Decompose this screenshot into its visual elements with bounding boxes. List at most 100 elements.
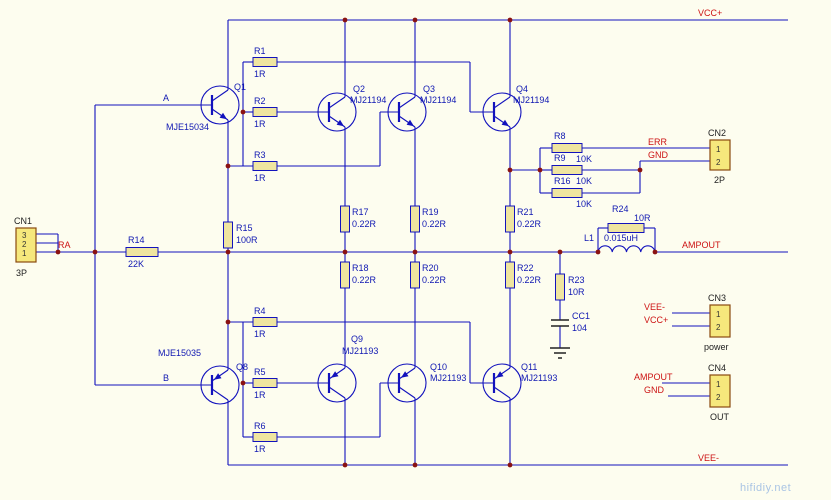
cn3-ref: CN3 — [708, 293, 726, 303]
net-label-node-b: B — [163, 373, 169, 383]
cn2-pin-1: 1 — [716, 145, 721, 154]
net-label-err: ERR — [648, 137, 668, 147]
cn3-type: power — [704, 342, 729, 352]
connector-cn3: CN3 power 1 2 — [704, 293, 731, 352]
transistor-q1: Q1 MJE15034 — [166, 82, 246, 132]
watermark: hifidiy.net — [740, 482, 791, 494]
r22-value: 0.22R — [517, 275, 542, 285]
resistor-r20: R20 0.22R — [410, 261, 447, 289]
net-labels: VCC+ VEE- AMPOUT ERR GND RA VEE- VCC+ AM… — [58, 8, 722, 463]
r8-value: 10K — [576, 154, 592, 164]
resistor-r2: R2 1R — [252, 96, 278, 129]
cn4-type: OUT — [710, 412, 730, 422]
net-label-ra: RA — [58, 240, 71, 250]
resistor-r17: R17 0.22R — [340, 205, 377, 233]
r2-ref: R2 — [254, 96, 266, 106]
cn4-ref: CN4 — [708, 363, 726, 373]
connector-cn1: CN1 3P 3 2 1 — [14, 216, 37, 278]
r5-value: 1R — [254, 390, 266, 400]
q4-part: MJ21194 — [513, 95, 549, 105]
r17-ref: R17 — [352, 207, 369, 217]
q3-part: MJ21194 — [420, 95, 456, 105]
r3-value: 1R — [254, 173, 266, 183]
q8-ref: Q8 — [236, 362, 248, 372]
r9-ref: R9 — [554, 153, 566, 163]
r23-value: 10R — [568, 287, 585, 297]
r20-ref: R20 — [422, 263, 439, 273]
resistor-r21: R21 0.22R — [505, 205, 542, 233]
q8-part: MJE15035 — [158, 348, 201, 358]
net-label-ampout-rail: AMPOUT — [682, 240, 721, 250]
resistor-r24: R24 10R — [607, 204, 651, 233]
cn3-pin-1: 1 — [716, 310, 721, 319]
r17-value: 0.22R — [352, 219, 377, 229]
net-label-node-a: A — [163, 93, 169, 103]
r19-ref: R19 — [422, 207, 439, 217]
resistor-r9: R9 10K — [551, 153, 592, 186]
r16-value: 10K — [576, 199, 592, 209]
r20-value: 0.22R — [422, 275, 447, 285]
r15-value: 100R — [236, 235, 258, 245]
net-label-gnd-cn2: GND — [648, 150, 669, 160]
resistor-r5: R5 1R — [252, 367, 278, 400]
q11-ref: Q11 — [521, 362, 537, 372]
q3-ref: Q3 — [423, 84, 435, 94]
transistor-q2: Q2 MJ21194 — [317, 84, 386, 132]
r24-value: 10R — [634, 213, 651, 223]
cn4-pin-2: 2 — [716, 393, 721, 402]
resistor-r4: R4 1R — [252, 306, 278, 339]
q2-ref: Q2 — [353, 84, 365, 94]
r15-ref: R15 — [236, 223, 253, 233]
l1-value: 0.015uH — [604, 233, 638, 243]
q2-part: MJ21194 — [350, 95, 386, 105]
r24-ref: R24 — [612, 204, 629, 214]
r9-value: 10K — [576, 176, 592, 186]
transistor-q3: Q3 MJ21194 — [387, 84, 456, 132]
wires — [36, 19, 788, 466]
r5-ref: R5 — [254, 367, 266, 377]
l1-ref: L1 — [584, 233, 594, 243]
connector-cn4: CN4 OUT 1 2 — [708, 363, 731, 422]
r18-value: 0.22R — [352, 275, 377, 285]
junction-dots — [55, 17, 658, 468]
q9-part: MJ21193 — [342, 346, 378, 356]
cn3-pin-2: 2 — [716, 323, 721, 332]
r22-ref: R22 — [517, 263, 534, 273]
r6-ref: R6 — [254, 421, 266, 431]
cc1-value: 104 — [572, 323, 587, 333]
r4-ref: R4 — [254, 306, 266, 316]
inductor-l1: L1 0.015uH — [584, 233, 656, 253]
resistor-r15: R15 100R — [223, 221, 258, 249]
resistor-r18: R18 0.22R — [340, 261, 377, 289]
net-label-vcc-cn3: VCC+ — [644, 315, 668, 325]
resistor-r14: R14 22K — [125, 235, 159, 269]
q1-ref: Q1 — [234, 82, 246, 92]
resistor-r16: R16 10K — [551, 176, 592, 209]
cn1-ref: CN1 — [14, 216, 32, 226]
net-label-vee-bottom: VEE- — [698, 453, 719, 463]
net-label-ampout-cn4: AMPOUT — [634, 372, 673, 382]
q4-ref: Q4 — [516, 84, 528, 94]
resistor-r6: R6 1R — [252, 421, 278, 454]
resistor-r8: R8 10K — [551, 131, 592, 164]
ground-symbol — [550, 347, 570, 359]
transistor-q4: Q4 MJ21194 — [482, 84, 549, 132]
cn2-pin-2: 2 — [716, 158, 721, 167]
q10-ref: Q10 — [430, 362, 447, 372]
net-label-vee-cn3: VEE- — [644, 302, 665, 312]
r1-ref: R1 — [254, 46, 266, 56]
r14-ref: R14 — [128, 235, 145, 245]
transistor-q10: Q10 MJ21193 — [387, 362, 466, 403]
net-label-gnd-cn4: GND — [644, 385, 665, 395]
q11-part: MJ21193 — [521, 373, 557, 383]
connector-cn2: CN2 2P 1 2 — [708, 128, 731, 185]
r1-value: 1R — [254, 69, 266, 79]
q10-part: MJ21193 — [430, 373, 466, 383]
cn4-pin-1: 1 — [716, 380, 721, 389]
cn1-type: 3P — [16, 268, 27, 278]
r14-value: 22K — [128, 259, 144, 269]
cn2-type: 2P — [714, 175, 725, 185]
cn2-ref: CN2 — [708, 128, 726, 138]
r21-value: 0.22R — [517, 219, 542, 229]
